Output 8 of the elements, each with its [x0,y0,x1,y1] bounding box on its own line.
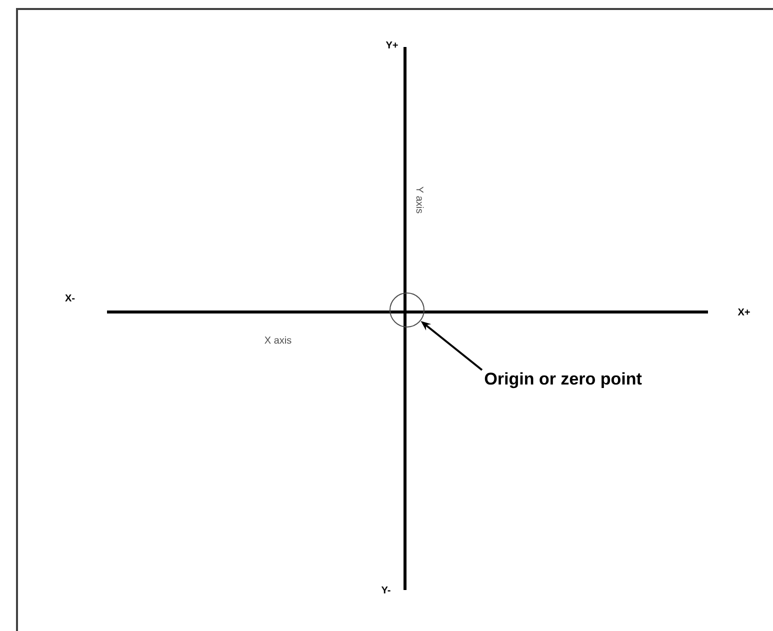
axis-label: X axis [264,336,292,344]
axis-end-label: X- [65,294,75,302]
axis-label: Y axis [416,186,424,214]
axis-end-label: Y+ [386,42,398,48]
origin-circle [390,292,424,328]
axis-end-label: Y- [381,586,390,594]
axis-end-label: X+ [738,308,750,316]
annotation-text: Origin or zero point [484,372,642,388]
